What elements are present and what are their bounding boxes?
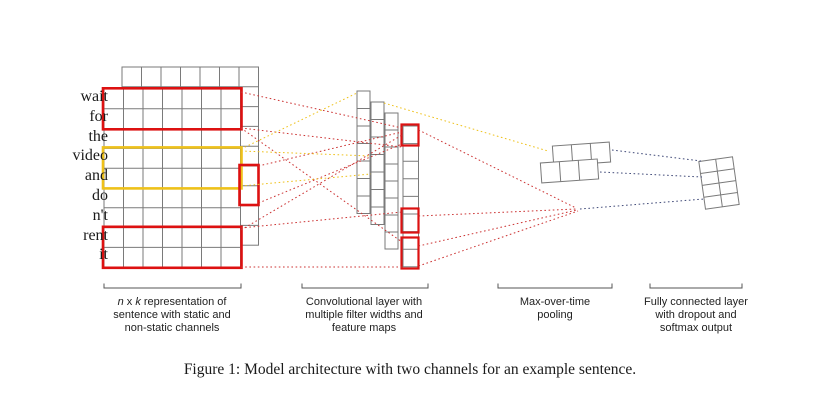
- connection-line: [240, 127, 403, 243]
- feature-map-3: [384, 112, 399, 250]
- connection-line: [258, 143, 403, 204]
- figure-caption: Figure 1: Model architecture with two ch…: [183, 361, 637, 378]
- stage-label-line: with dropout and: [655, 309, 737, 321]
- sentence-word: it: [99, 246, 108, 264]
- stage-bracket: [103, 283, 242, 289]
- filter-windows: [101, 87, 420, 270]
- connection-line: [240, 92, 358, 150]
- stage-brackets: [103, 283, 743, 289]
- stage-bracket: [649, 283, 743, 289]
- pooling-strip-front: [539, 158, 600, 184]
- feature-map-2: [370, 101, 385, 225]
- stage-label-line: Max-over-time: [519, 296, 591, 308]
- stage-label-pooling: Max-over-time pooling: [495, 296, 615, 322]
- sentence-word: video: [72, 147, 108, 165]
- connection-line: [258, 131, 403, 167]
- sentence-word: and: [84, 167, 108, 185]
- grids-layer: [103, 66, 740, 268]
- stage-label-line: n x k representation of: [117, 296, 227, 308]
- connection-line: [240, 127, 403, 148]
- channel-front-grid: [103, 88, 241, 268]
- connection-line: [240, 134, 403, 231]
- sentence-word: the: [88, 127, 108, 145]
- connection-line: [240, 150, 372, 157]
- filter-window-red-top: [101, 87, 243, 131]
- stage-label-line: feature maps: [331, 322, 397, 334]
- stage-label-line: sentence with static and: [113, 309, 231, 321]
- stage-bracket: [497, 283, 613, 289]
- connection-line: [418, 210, 579, 267]
- connection-line: [579, 198, 705, 210]
- sentence-word: do: [92, 186, 108, 204]
- sentence-word: n't: [92, 206, 108, 224]
- stage-label-line: non-static channels: [124, 322, 220, 334]
- filter-window-red-bottom: [101, 225, 243, 270]
- connection-line: [418, 209, 578, 247]
- stage-label-input: n x k representation of sentence with st…: [92, 296, 252, 335]
- connection-line: [611, 149, 702, 162]
- feature-map-1: [356, 90, 371, 214]
- feature-map-4: [402, 125, 419, 268]
- connection-lines: [240, 91, 705, 268]
- featmap-cell-red-1: [400, 123, 420, 147]
- stage-label-line: Convolutional layer with: [305, 296, 423, 308]
- stage-label-line: Fully connected layer: [644, 296, 748, 308]
- sentence-word: rent: [83, 226, 108, 244]
- connection-line: [418, 208, 577, 217]
- featmap-cell-red-3: [400, 236, 420, 270]
- sentence-word: wait: [80, 88, 108, 105]
- stage-label-output: Fully connected layer with dropout and s…: [616, 296, 776, 335]
- stage-label-convolution: Convolutional layer with multiple filter…: [284, 296, 444, 335]
- sentence-word: for: [89, 107, 108, 125]
- output-grid: [698, 156, 740, 210]
- connection-line: [240, 173, 372, 187]
- stage-label-line: multiple filter widths and: [305, 309, 423, 321]
- featmap-cell-red-2: [400, 207, 420, 234]
- sentence-words: wait for the video and do n't rent it: [38, 87, 108, 265]
- connection-line: [383, 102, 549, 152]
- connection-line: [599, 171, 703, 178]
- filter-window-yellow: [101, 146, 243, 190]
- stage-label-line: softmax output: [659, 322, 733, 334]
- stage-bracket: [301, 283, 429, 289]
- stage-label-line: pooling: [537, 309, 573, 321]
- filter-window-red-back-channel: [238, 163, 260, 207]
- connection-line: [240, 211, 403, 229]
